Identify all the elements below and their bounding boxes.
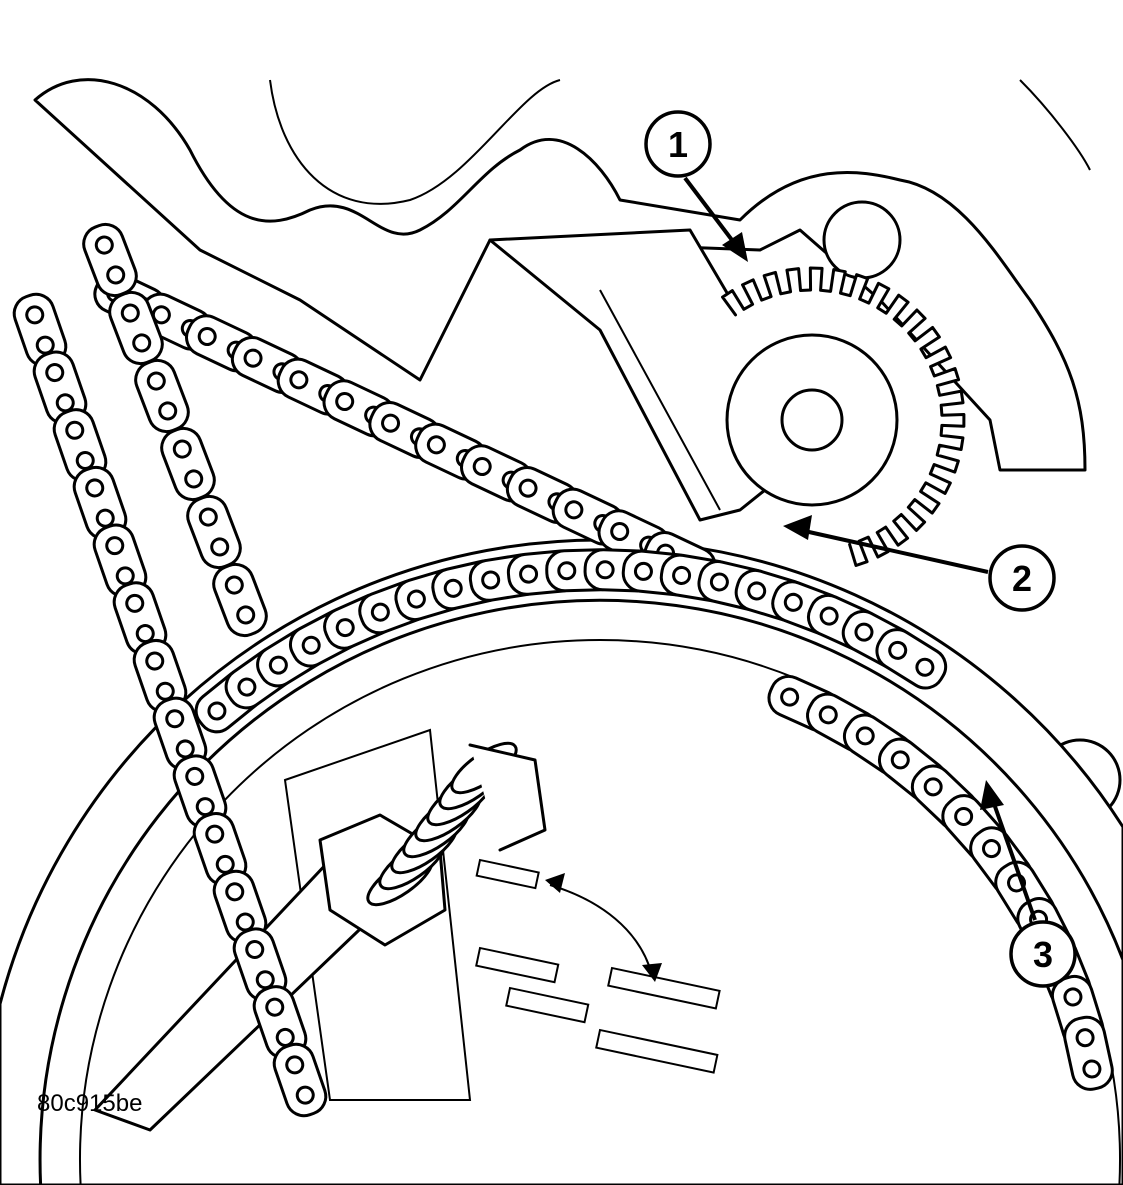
bolt-hole [822, 200, 902, 280]
chain-link [252, 985, 308, 1060]
guide-edge [599, 289, 721, 511]
bolt-end [468, 743, 547, 852]
chain-link [152, 696, 208, 772]
callout-2: 2 [988, 544, 1056, 612]
chain-link [875, 628, 948, 690]
cam-bolt [780, 388, 844, 452]
chain-link [12, 292, 68, 368]
casting-contour [269, 79, 561, 205]
rotation-arrow [549, 884, 653, 976]
rotation-arrow-heads [545, 873, 662, 982]
chain-link [272, 1042, 328, 1118]
callout-1: 1 [644, 110, 712, 178]
chain-link [212, 562, 268, 638]
callout-3: 3 [1009, 920, 1077, 988]
chain-link [186, 494, 242, 570]
chain-link [72, 465, 128, 541]
callout-2-label: 2 [1012, 558, 1032, 599]
timing-chains [12, 222, 1114, 1118]
engine-block-outline [33, 78, 1087, 472]
chain-link [82, 222, 138, 298]
chain-link [132, 638, 188, 714]
chain-link [32, 350, 88, 425]
callout-1-label: 1 [668, 124, 688, 165]
callout-arrows [683, 176, 1037, 921]
figure-id: 80c915be [37, 1090, 143, 1117]
chain-link [1063, 1015, 1114, 1091]
chain-link [112, 581, 168, 656]
callout-3-label: 3 [1033, 934, 1053, 975]
chain-link [172, 754, 228, 829]
chain-link [212, 869, 268, 945]
chain-link [52, 408, 108, 483]
chain-link [160, 426, 216, 502]
chain-link [134, 358, 190, 434]
chain-link [92, 523, 148, 598]
casting-contour [1019, 79, 1091, 171]
